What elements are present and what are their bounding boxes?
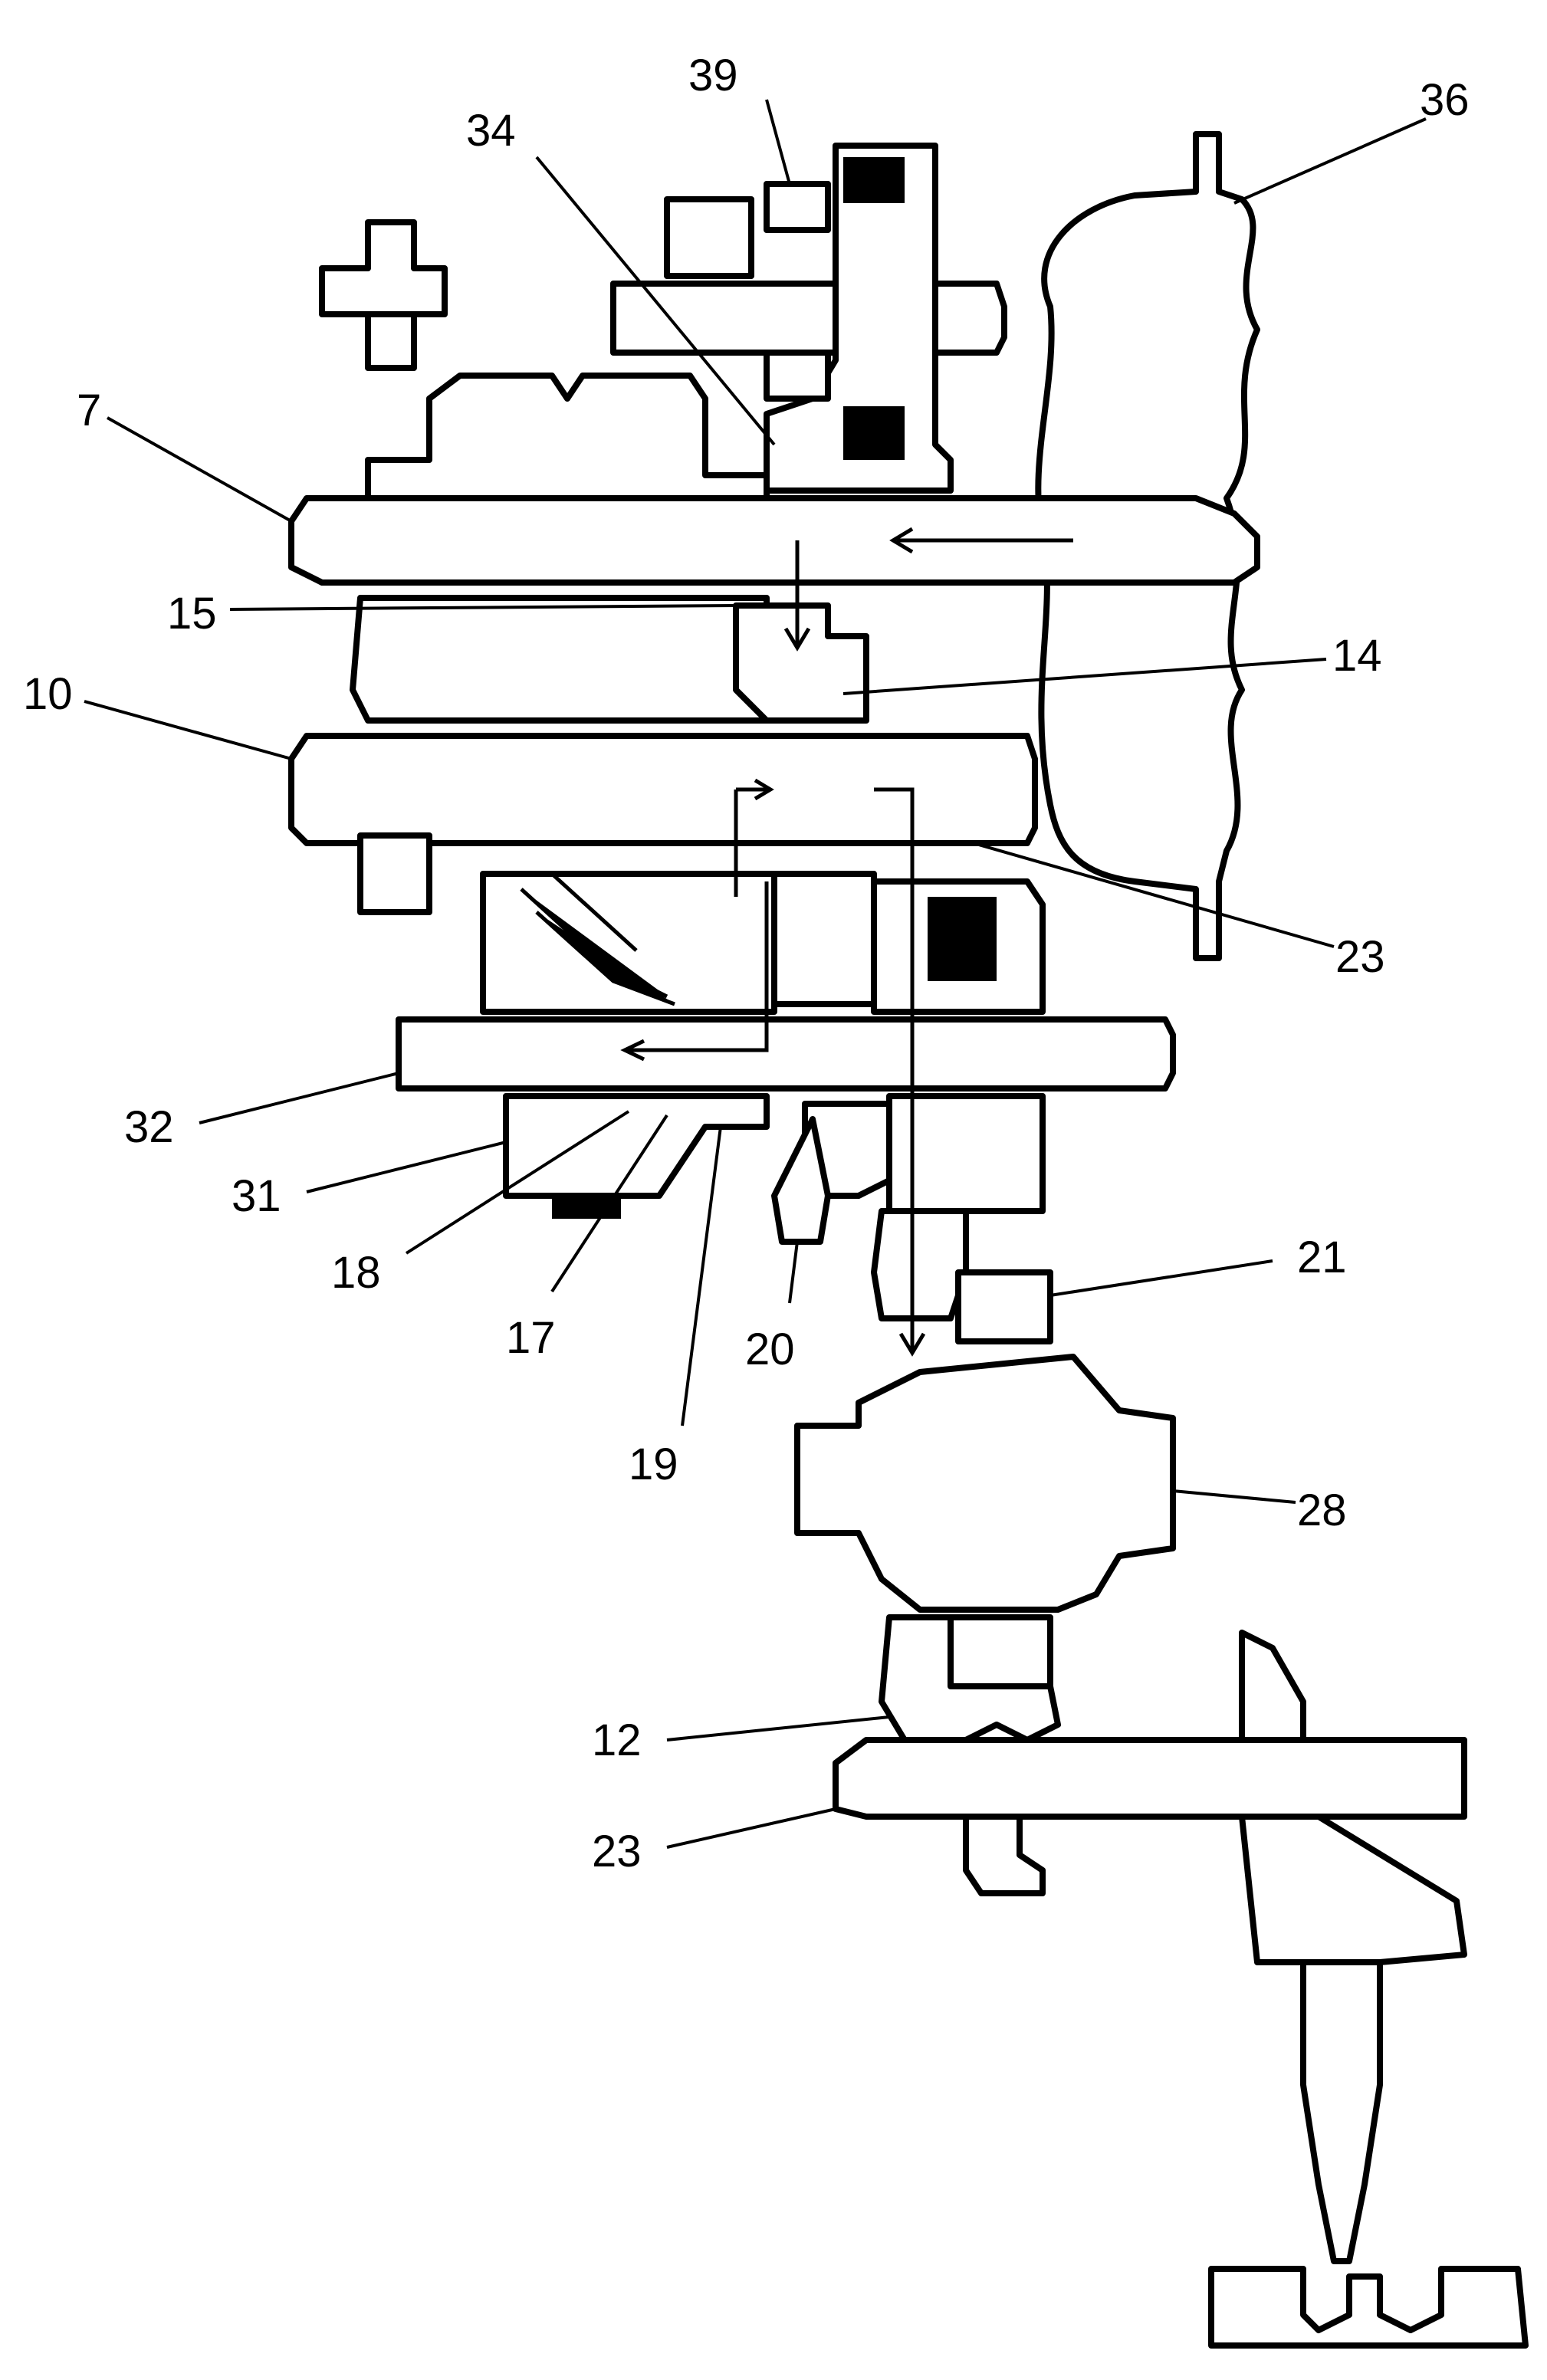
differential-carrier — [794, 1354, 1176, 1613]
callout-23a: 23 — [1335, 932, 1385, 982]
callout-28: 28 — [1297, 1485, 1347, 1535]
callout-39: 39 — [688, 51, 738, 100]
input-shaft — [288, 495, 1260, 586]
power-flow-path — [620, 527, 1073, 1357]
callout-10: 10 — [23, 669, 73, 719]
callout-36: 36 — [1420, 75, 1470, 125]
sprocket-14 — [733, 602, 869, 724]
intermediate-shaft — [288, 733, 1038, 846]
callout-12: 12 — [592, 1715, 642, 1765]
upper-clutch-assembly — [610, 143, 1007, 494]
callout-18: 18 — [331, 1248, 381, 1298]
pinion-gear — [1208, 1630, 1529, 2349]
final-drive-gear — [879, 1614, 1061, 1743]
callouts: 39 36 34 7 15 14 10 23 32 31 18 17 20 19… — [23, 51, 1470, 1876]
callout-14: 14 — [1332, 631, 1382, 681]
callout-7: 7 — [77, 386, 101, 435]
leader-lines — [84, 99, 1427, 1849]
callout-23b: 23 — [592, 1827, 642, 1876]
final-drive-shaft — [833, 1737, 1467, 1896]
callout-21: 21 — [1297, 1233, 1347, 1282]
callout-34: 34 — [466, 106, 516, 156]
small-gear — [319, 219, 448, 371]
callout-17: 17 — [506, 1313, 556, 1363]
callout-20: 20 — [745, 1325, 795, 1374]
planetary-internal-lines — [520, 872, 675, 1006]
callout-15: 15 — [167, 589, 217, 638]
front-housing — [350, 373, 770, 724]
transfer-drive-gear — [871, 1208, 1053, 1344]
output-shaft — [396, 1016, 1176, 1092]
callout-19: 19 — [629, 1439, 678, 1489]
callout-32: 32 — [124, 1102, 174, 1152]
reaction-components — [503, 1093, 1046, 1245]
callout-31: 31 — [232, 1171, 281, 1221]
